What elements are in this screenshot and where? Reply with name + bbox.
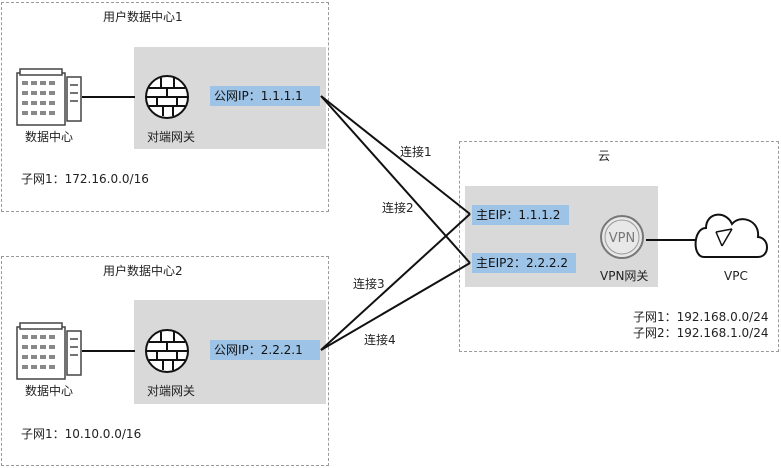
connection-label-1: 连接1 bbox=[400, 145, 432, 159]
connection-line-1 bbox=[320, 95, 471, 215]
cloud-region bbox=[459, 141, 779, 352]
datacenter-2-region bbox=[1, 256, 329, 466]
connection-label-2: 连接2 bbox=[382, 201, 414, 215]
datacenter-1-title: 用户数据中心1 bbox=[103, 10, 183, 24]
datacenter-server-icon bbox=[16, 322, 82, 380]
connection-line-4 bbox=[320, 262, 471, 351]
vpc-cloud-icon bbox=[694, 213, 768, 258]
datacenter-2-subnet: 子网1：10.10.0.0/16 bbox=[21, 427, 142, 441]
firewall-gateway-icon bbox=[145, 329, 189, 373]
vpn-icon-text: VPN bbox=[609, 231, 635, 246]
cloud-subnet-1: 子网1：192.168.0.0/24 bbox=[633, 310, 769, 324]
datacenter-1-dc-label: 数据中心 bbox=[25, 130, 74, 144]
datacenter-1-region bbox=[1, 2, 329, 212]
connection-line-3 bbox=[320, 213, 471, 351]
datacenter-2-gateway-label: 对端网关 bbox=[147, 384, 196, 398]
connection-line-2 bbox=[320, 95, 471, 264]
datacenter-1-public-ip: 公网IP：1.1.1.1 bbox=[210, 86, 320, 106]
cloud-title: 云 bbox=[598, 149, 611, 163]
connection-label-3: 连接3 bbox=[353, 277, 385, 291]
vpn-gateway-label: VPN网关 bbox=[600, 269, 649, 283]
cloud-eip-2: 主EIP2：2.2.2.2 bbox=[472, 253, 576, 273]
firewall-gateway-icon bbox=[145, 75, 189, 119]
cloud-eip-1: 主EIP：1.1.1.2 bbox=[472, 205, 569, 225]
datacenter-1-gateway-label: 对端网关 bbox=[147, 130, 196, 144]
cloud-subnet-2: 子网2：192.168.1.0/24 bbox=[633, 326, 769, 340]
datacenter-2-dc-label: 数据中心 bbox=[25, 384, 74, 398]
connection-label-4: 连接4 bbox=[364, 333, 396, 347]
datacenter-2-title: 用户数据中心2 bbox=[103, 264, 183, 278]
datacenter-1-subnet: 子网1：172.16.0.0/16 bbox=[21, 172, 149, 186]
vpn-gateway-icon: VPN bbox=[600, 215, 644, 259]
vpc-label: VPC bbox=[724, 269, 748, 283]
datacenter-2-public-ip: 公网IP：2.2.2.1 bbox=[210, 340, 320, 360]
datacenter-server-icon bbox=[16, 68, 82, 126]
